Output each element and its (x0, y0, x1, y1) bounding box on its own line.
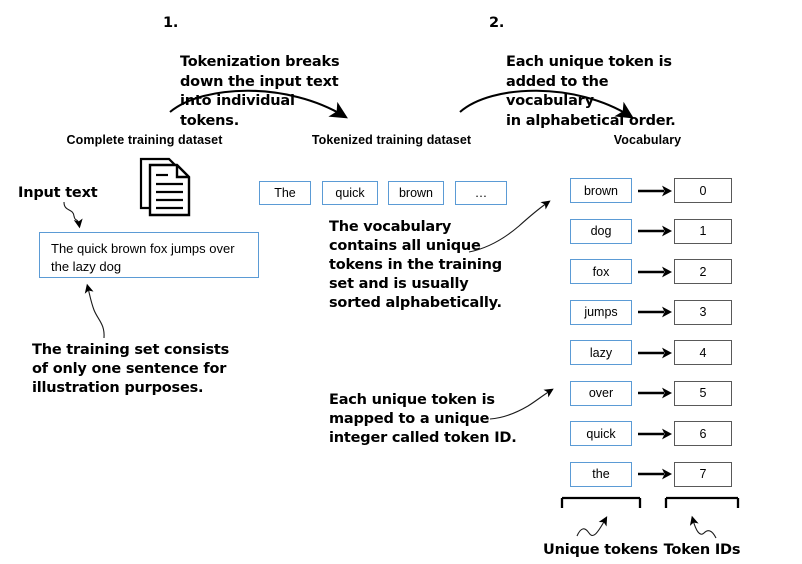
token-id-label: 7 (699, 467, 707, 481)
note-training-set: The training set consists of only one se… (32, 342, 230, 396)
token-chip-label: … (474, 186, 488, 200)
step-2-callout: 2. Each unique token is added to the voc… (489, 14, 689, 151)
training-set-note-pointer-icon (84, 283, 105, 339)
input-sentence-text: The quick brown fox jumps over the lazy … (51, 241, 235, 274)
token-id-box: 1 (674, 218, 732, 244)
vocab-token-box: dog (570, 218, 632, 244)
step-1-number: 1. (163, 15, 179, 31)
token-id-box: 3 (674, 299, 732, 325)
vocab-token-box: quick (570, 421, 632, 446)
token-id-box: 2 (674, 259, 732, 284)
vocab-map-arrow-icon (638, 428, 672, 439)
vocab-token-label: quick (586, 426, 616, 441)
vocab-token-label: dog (590, 224, 612, 238)
token-id-label: 4 (699, 345, 707, 360)
vocab-token-box: lazy (570, 340, 632, 365)
token-id-label: 3 (699, 305, 707, 319)
label-unique-tokens: Unique tokens (543, 542, 658, 558)
vocab-map-arrow-icon (638, 266, 672, 277)
vocab-token-label: over (588, 386, 614, 400)
token-ids-bracket-icon (664, 496, 740, 508)
heading-vocabulary: Vocabulary (613, 133, 682, 147)
vocab-token-box: fox (570, 259, 632, 284)
token-chip-quick: quick (322, 181, 378, 205)
vocab-token-label: the (592, 467, 610, 481)
vocab-token-label: fox (592, 264, 610, 279)
vocab-token-box: brown (570, 178, 632, 203)
token-chip-label: quick (335, 186, 365, 200)
token-id-label: 0 (699, 183, 707, 198)
vocab-map-arrow-icon (638, 387, 672, 399)
token-id-label: 2 (699, 264, 707, 279)
vocab-map-arrow-icon (638, 225, 672, 237)
label-token-ids: Token IDs (663, 542, 741, 558)
token-id-box: 4 (674, 340, 732, 365)
vocab-token-box: jumps (570, 299, 632, 325)
heading-tokenized-dataset: Tokenized training dataset (311, 133, 472, 147)
input-text-pointer-icon (63, 201, 83, 229)
token-chip-label: brown (398, 186, 434, 200)
flow-arrow-2-icon (459, 89, 634, 119)
token-chip-brown: brown (388, 181, 444, 205)
token-id-label: 6 (699, 426, 707, 441)
token-chip-the: The (259, 181, 311, 205)
note-vocabulary: The vocabulary contains all unique token… (329, 219, 502, 311)
vocab-token-label: jumps (584, 305, 618, 319)
token-id-box: 5 (674, 380, 732, 406)
label-input-text: Input text (18, 185, 98, 201)
vocab-token-label: brown (583, 183, 619, 198)
vocab-map-arrow-icon (638, 185, 672, 196)
unique-tokens-bracket-icon (560, 496, 642, 508)
step-2-text: Each unique token is added to the vocabu… (506, 54, 676, 129)
token-chip-label: The (274, 186, 296, 200)
flow-arrow-1-icon (169, 89, 348, 119)
heading-complete-dataset: Complete training dataset (66, 133, 223, 147)
vocab-map-arrow-icon (638, 468, 672, 480)
step-2-number: 2. (489, 15, 505, 31)
vocab-token-box: the (570, 461, 632, 487)
document-stack-icon (139, 157, 191, 217)
token-chip-ellipsis: … (455, 181, 507, 205)
token-id-label: 5 (699, 386, 707, 400)
token-id-box: 6 (674, 421, 732, 446)
token-id-box: 7 (674, 461, 732, 487)
vocab-map-arrow-icon (638, 306, 672, 318)
vocab-token-label: lazy (589, 345, 613, 360)
input-sentence-box: The quick brown fox jumps over the lazy … (39, 232, 259, 278)
vocab-map-arrow-icon (638, 347, 672, 358)
unique-tokens-pointer-icon (576, 516, 608, 537)
token-id-note-pointer-icon (489, 388, 554, 420)
note-token-id: Each unique token is mapped to a unique … (329, 392, 517, 446)
token-id-box: 0 (674, 178, 732, 203)
token-id-label: 1 (699, 224, 707, 238)
vocabulary-note-pointer-icon (468, 200, 551, 253)
token-ids-pointer-icon (689, 515, 717, 539)
vocab-token-box: over (570, 380, 632, 406)
